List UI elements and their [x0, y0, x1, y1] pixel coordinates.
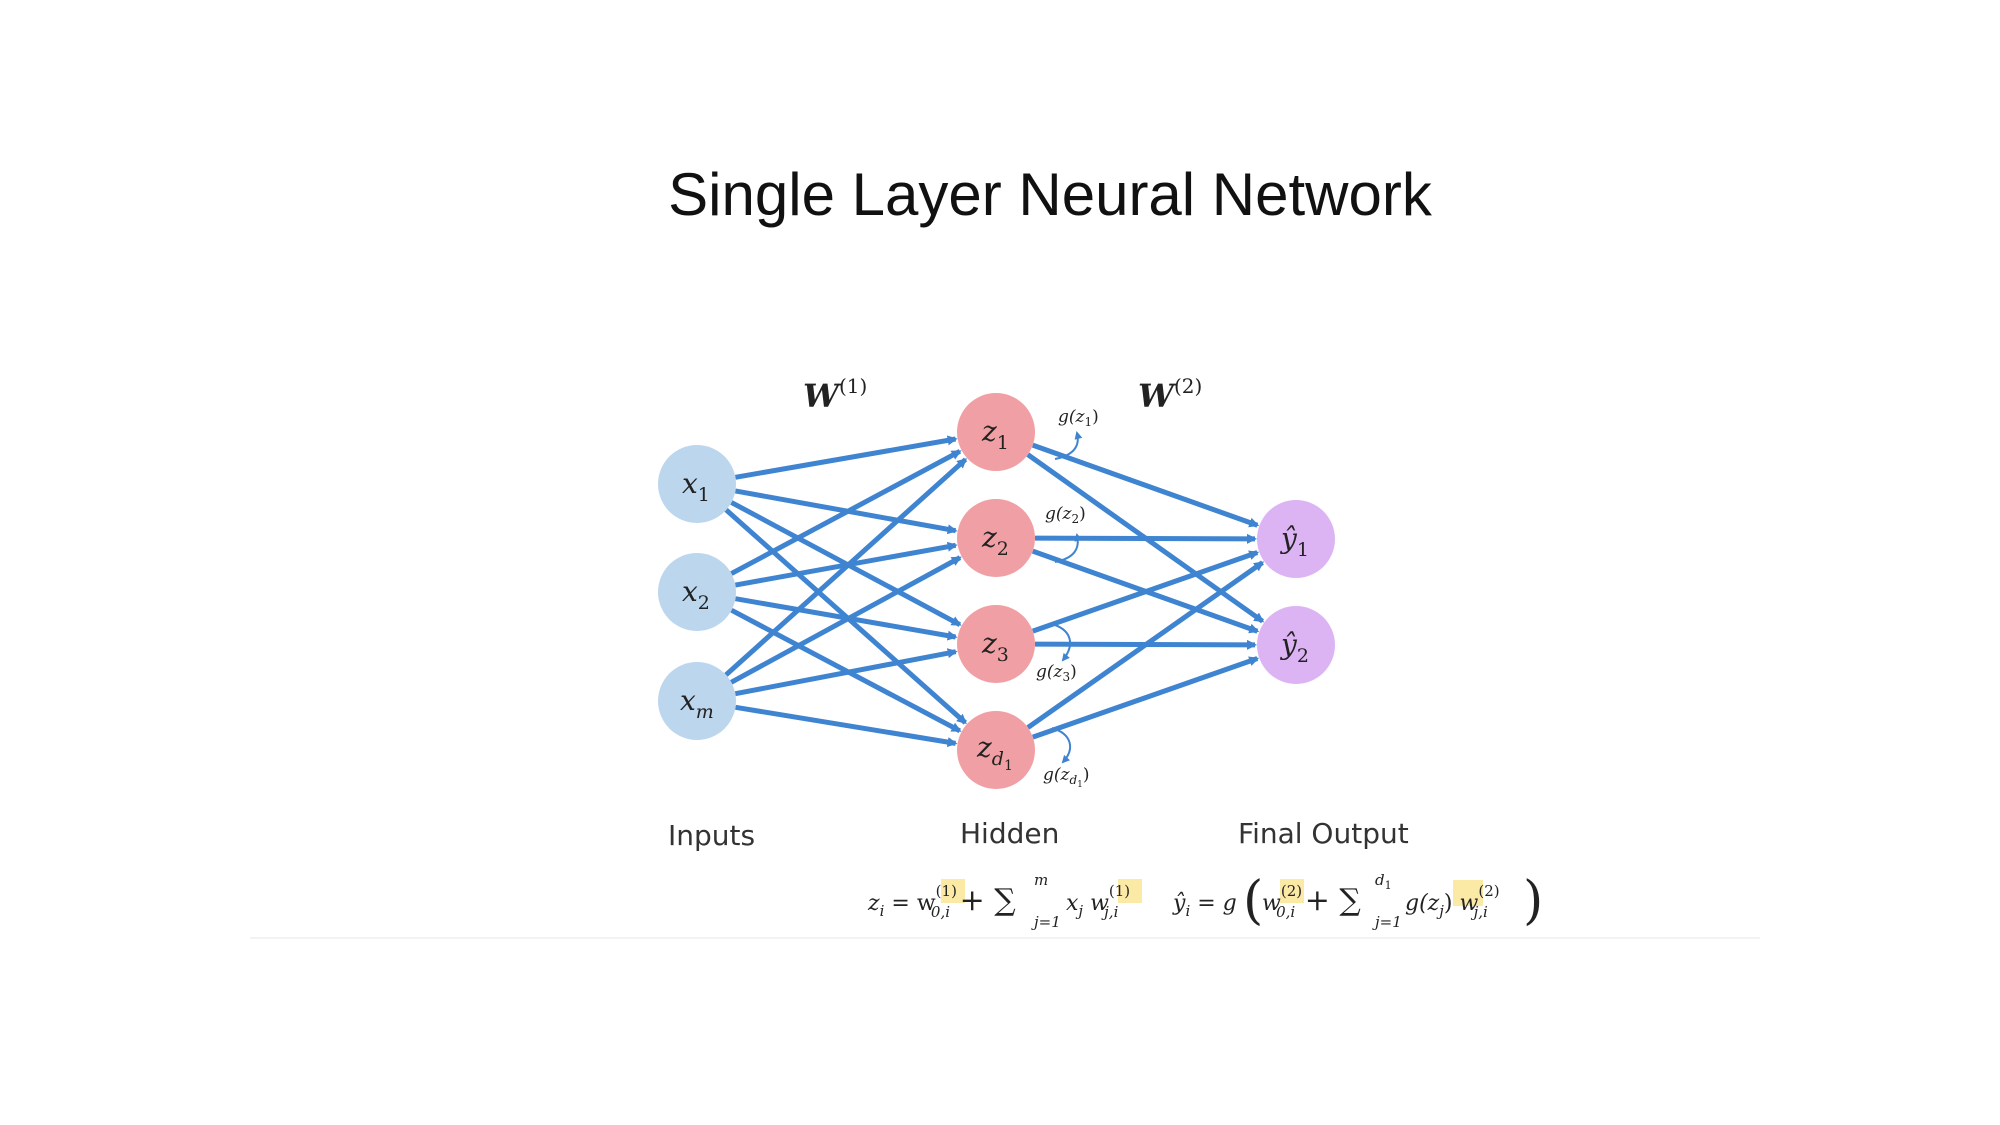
svg-text:ŷ2: ŷ2	[1279, 628, 1309, 667]
svg-text:zd1: zd1	[976, 731, 1013, 774]
activation-arrows	[1051, 431, 1083, 764]
layer-label-output: Final Output	[1238, 817, 1409, 850]
activation-arrow-1	[1054, 431, 1083, 460]
edge-hidden-2-output-1	[1034, 533, 1258, 544]
hidden-node-z2: z2	[957, 499, 1035, 577]
hidden-node-z1: z1	[957, 393, 1035, 471]
equation-hidden: zi = w(1)0,i + ∑ m j=1 xj w(1)j,i	[867, 871, 1130, 931]
equation-output: ŷi = g ( w(2)0,i + ∑ d1 j=1 g(zj) w(2)j,…	[1172, 871, 1543, 931]
activation-arrow-3	[1051, 623, 1072, 662]
weight-label-w1: W(1)	[803, 374, 867, 415]
input-node-x2: x2	[658, 553, 736, 631]
svg-text:ŷ1: ŷ1	[1279, 522, 1309, 561]
activation-arrow-4	[1051, 727, 1072, 764]
svg-text:x2: x2	[682, 575, 710, 614]
edge-hidden-4-output-1	[1026, 560, 1265, 730]
edge-input-3-hidden-4	[735, 704, 958, 748]
svg-text:xj w(1)j,i: xj w(1)j,i	[1066, 882, 1130, 921]
svg-text:zi = w(1)0,i + ∑: zi = w(1)0,i + ∑	[867, 882, 1016, 921]
hidden-node-z3: z3	[957, 605, 1035, 683]
layer-label-hidden: Hidden	[960, 817, 1059, 850]
edge-input-3-hidden-1	[724, 457, 968, 677]
svg-text:j=1: j=1	[1372, 913, 1402, 931]
hidden-node-zd1: zd1	[957, 711, 1035, 789]
svg-text:(: (	[1243, 871, 1263, 931]
output-node-y1: ŷ1	[1257, 500, 1335, 578]
page-title: Single Layer Neural Network	[668, 161, 1432, 228]
activation-label-4: g(zd1)	[1043, 765, 1090, 790]
activation-label-1: g(z1)	[1058, 407, 1099, 429]
highlight-w0-1	[941, 879, 965, 903]
highlight-g	[1453, 880, 1483, 906]
highlight-wj-1	[1118, 879, 1142, 903]
connection-edges	[724, 435, 1265, 748]
edge-hidden-3-output-1	[1031, 550, 1260, 634]
layer-label-inputs: Inputs	[668, 819, 755, 852]
svg-text:g(zj) w(2)j,i: g(zj) w(2)j,i	[1405, 882, 1500, 921]
edge-input-1-hidden-1	[734, 435, 958, 480]
svg-text:ŷi = g: ŷi = g	[1172, 891, 1237, 920]
edge-input-3-hidden-3	[734, 648, 958, 697]
edge-input-3-hidden-2	[730, 555, 962, 685]
svg-text:z1: z1	[981, 415, 1009, 454]
edge-hidden-4-output-2	[1031, 656, 1260, 740]
edge-hidden-1-output-1	[1031, 442, 1260, 528]
svg-text:x1: x1	[682, 467, 710, 506]
svg-text:z3: z3	[981, 627, 1009, 666]
input-node-xm: xm	[658, 662, 736, 740]
svg-text:d1: d1	[1375, 871, 1392, 892]
activation-arrow-2	[1054, 533, 1083, 563]
svg-text:): )	[1523, 871, 1543, 931]
highlight-w0-2	[1280, 879, 1304, 903]
svg-text:xm: xm	[680, 684, 714, 723]
input-node-x1: x1	[658, 445, 736, 523]
svg-text:m: m	[1034, 871, 1048, 889]
activation-label-2: g(z2)	[1045, 504, 1086, 526]
svg-text:w(2)0,i + ∑: w(2)0,i + ∑	[1262, 882, 1361, 921]
weight-label-w2: W(2)	[1138, 374, 1202, 415]
svg-text:j=1: j=1	[1031, 913, 1061, 931]
activation-label-3: g(z3)	[1036, 662, 1077, 684]
output-node-y2: ŷ2	[1257, 606, 1335, 684]
svg-text:z2: z2	[981, 521, 1009, 560]
edge-input-2-hidden-1	[730, 449, 962, 576]
